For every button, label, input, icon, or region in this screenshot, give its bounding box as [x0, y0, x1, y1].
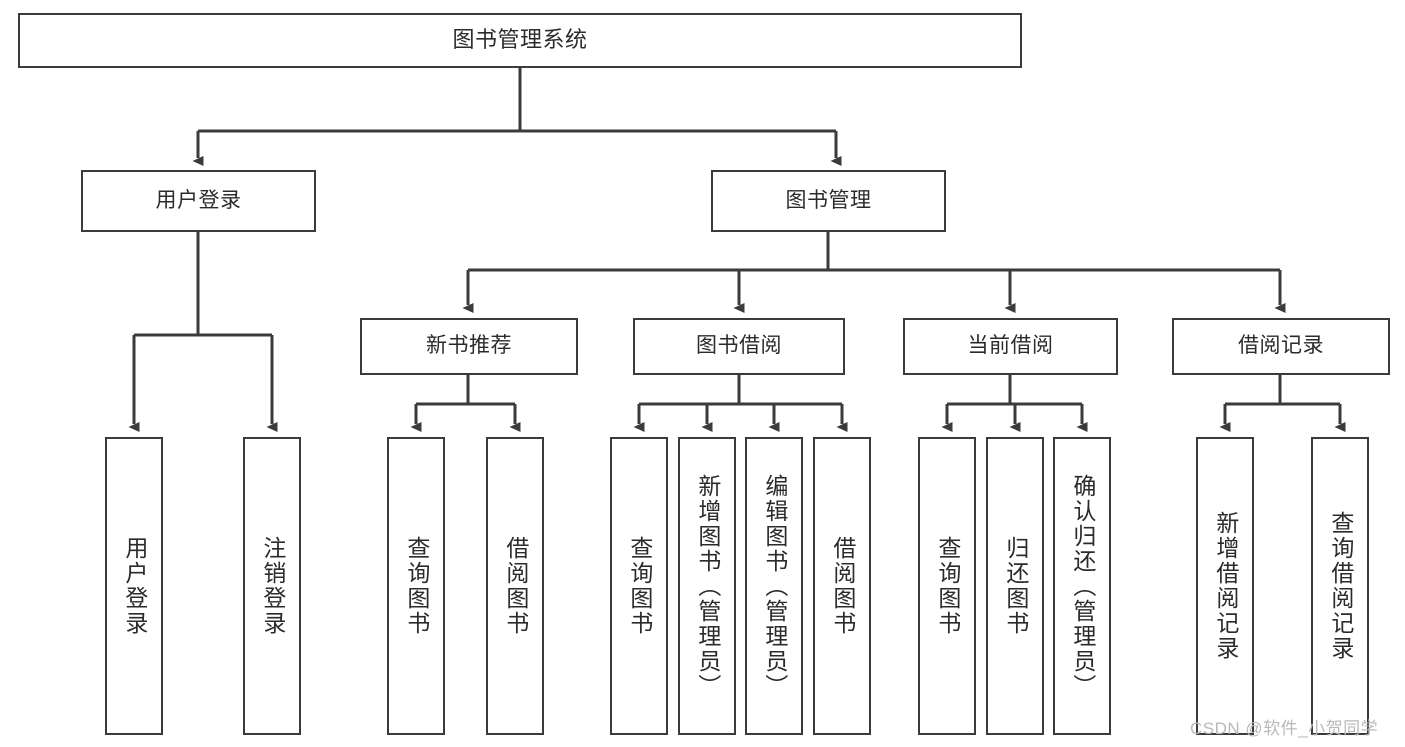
watermark: CSDN @软件_小贺同学 [1190, 719, 1379, 738]
node-borrow-record[interactable]: 借阅记录 [1172, 318, 1390, 375]
node-label: 归还图书 [1002, 536, 1029, 636]
leaf-logout[interactable]: 注销登录 [243, 437, 301, 735]
node-label: 用户登录 [121, 536, 148, 636]
node-label: 借阅图书 [502, 536, 529, 636]
leaf-edit-book-admin[interactable]: 编辑图书（管理员） [745, 437, 803, 735]
node-label: 编辑图书（管理员） [761, 473, 788, 699]
leaf-add-book-admin[interactable]: 新增图书（管理员） [678, 437, 736, 735]
node-label: 新书推荐 [426, 334, 512, 358]
node-label: 新增图书（管理员） [694, 473, 721, 699]
node-label: 查询图书 [403, 536, 430, 636]
leaf-return-book[interactable]: 归还图书 [986, 437, 1044, 735]
node-label: 确认归还（管理员） [1069, 473, 1096, 699]
node-label: 借阅图书 [829, 536, 856, 636]
leaf-add-borrow-record[interactable]: 新增借阅记录 [1196, 437, 1254, 735]
leaf-query-book-current[interactable]: 查询图书 [918, 437, 976, 735]
node-current-borrow[interactable]: 当前借阅 [903, 318, 1118, 375]
node-label: 图书借阅 [696, 334, 782, 358]
node-book-borrow[interactable]: 图书借阅 [633, 318, 845, 375]
node-label: 图书管理 [785, 188, 872, 212]
node-label: 注销登录 [259, 536, 286, 636]
node-label: 查询图书 [934, 536, 961, 636]
node-label: 借阅记录 [1238, 334, 1324, 358]
node-label: 新增借阅记录 [1212, 511, 1239, 661]
node-book-management[interactable]: 图书管理 [711, 170, 946, 232]
node-root-system[interactable]: 图书管理系统 [18, 13, 1022, 68]
node-label: 查询图书 [626, 536, 653, 636]
leaf-query-borrow-record[interactable]: 查询借阅记录 [1311, 437, 1369, 735]
leaf-query-book-recommend[interactable]: 查询图书 [387, 437, 445, 735]
node-new-book-recommend[interactable]: 新书推荐 [360, 318, 578, 375]
leaf-user-login[interactable]: 用户登录 [105, 437, 163, 735]
leaf-confirm-return-admin[interactable]: 确认归还（管理员） [1053, 437, 1111, 735]
node-label: 用户登录 [155, 188, 242, 212]
leaf-borrow-book[interactable]: 借阅图书 [813, 437, 871, 735]
node-label: 查询借阅记录 [1327, 511, 1354, 661]
leaf-borrow-book-recommend[interactable]: 借阅图书 [486, 437, 544, 735]
node-label: 当前借阅 [967, 334, 1054, 358]
node-label: 图书管理系统 [452, 27, 588, 53]
leaf-query-book-borrow[interactable]: 查询图书 [610, 437, 668, 735]
node-user-login[interactable]: 用户登录 [81, 170, 316, 232]
